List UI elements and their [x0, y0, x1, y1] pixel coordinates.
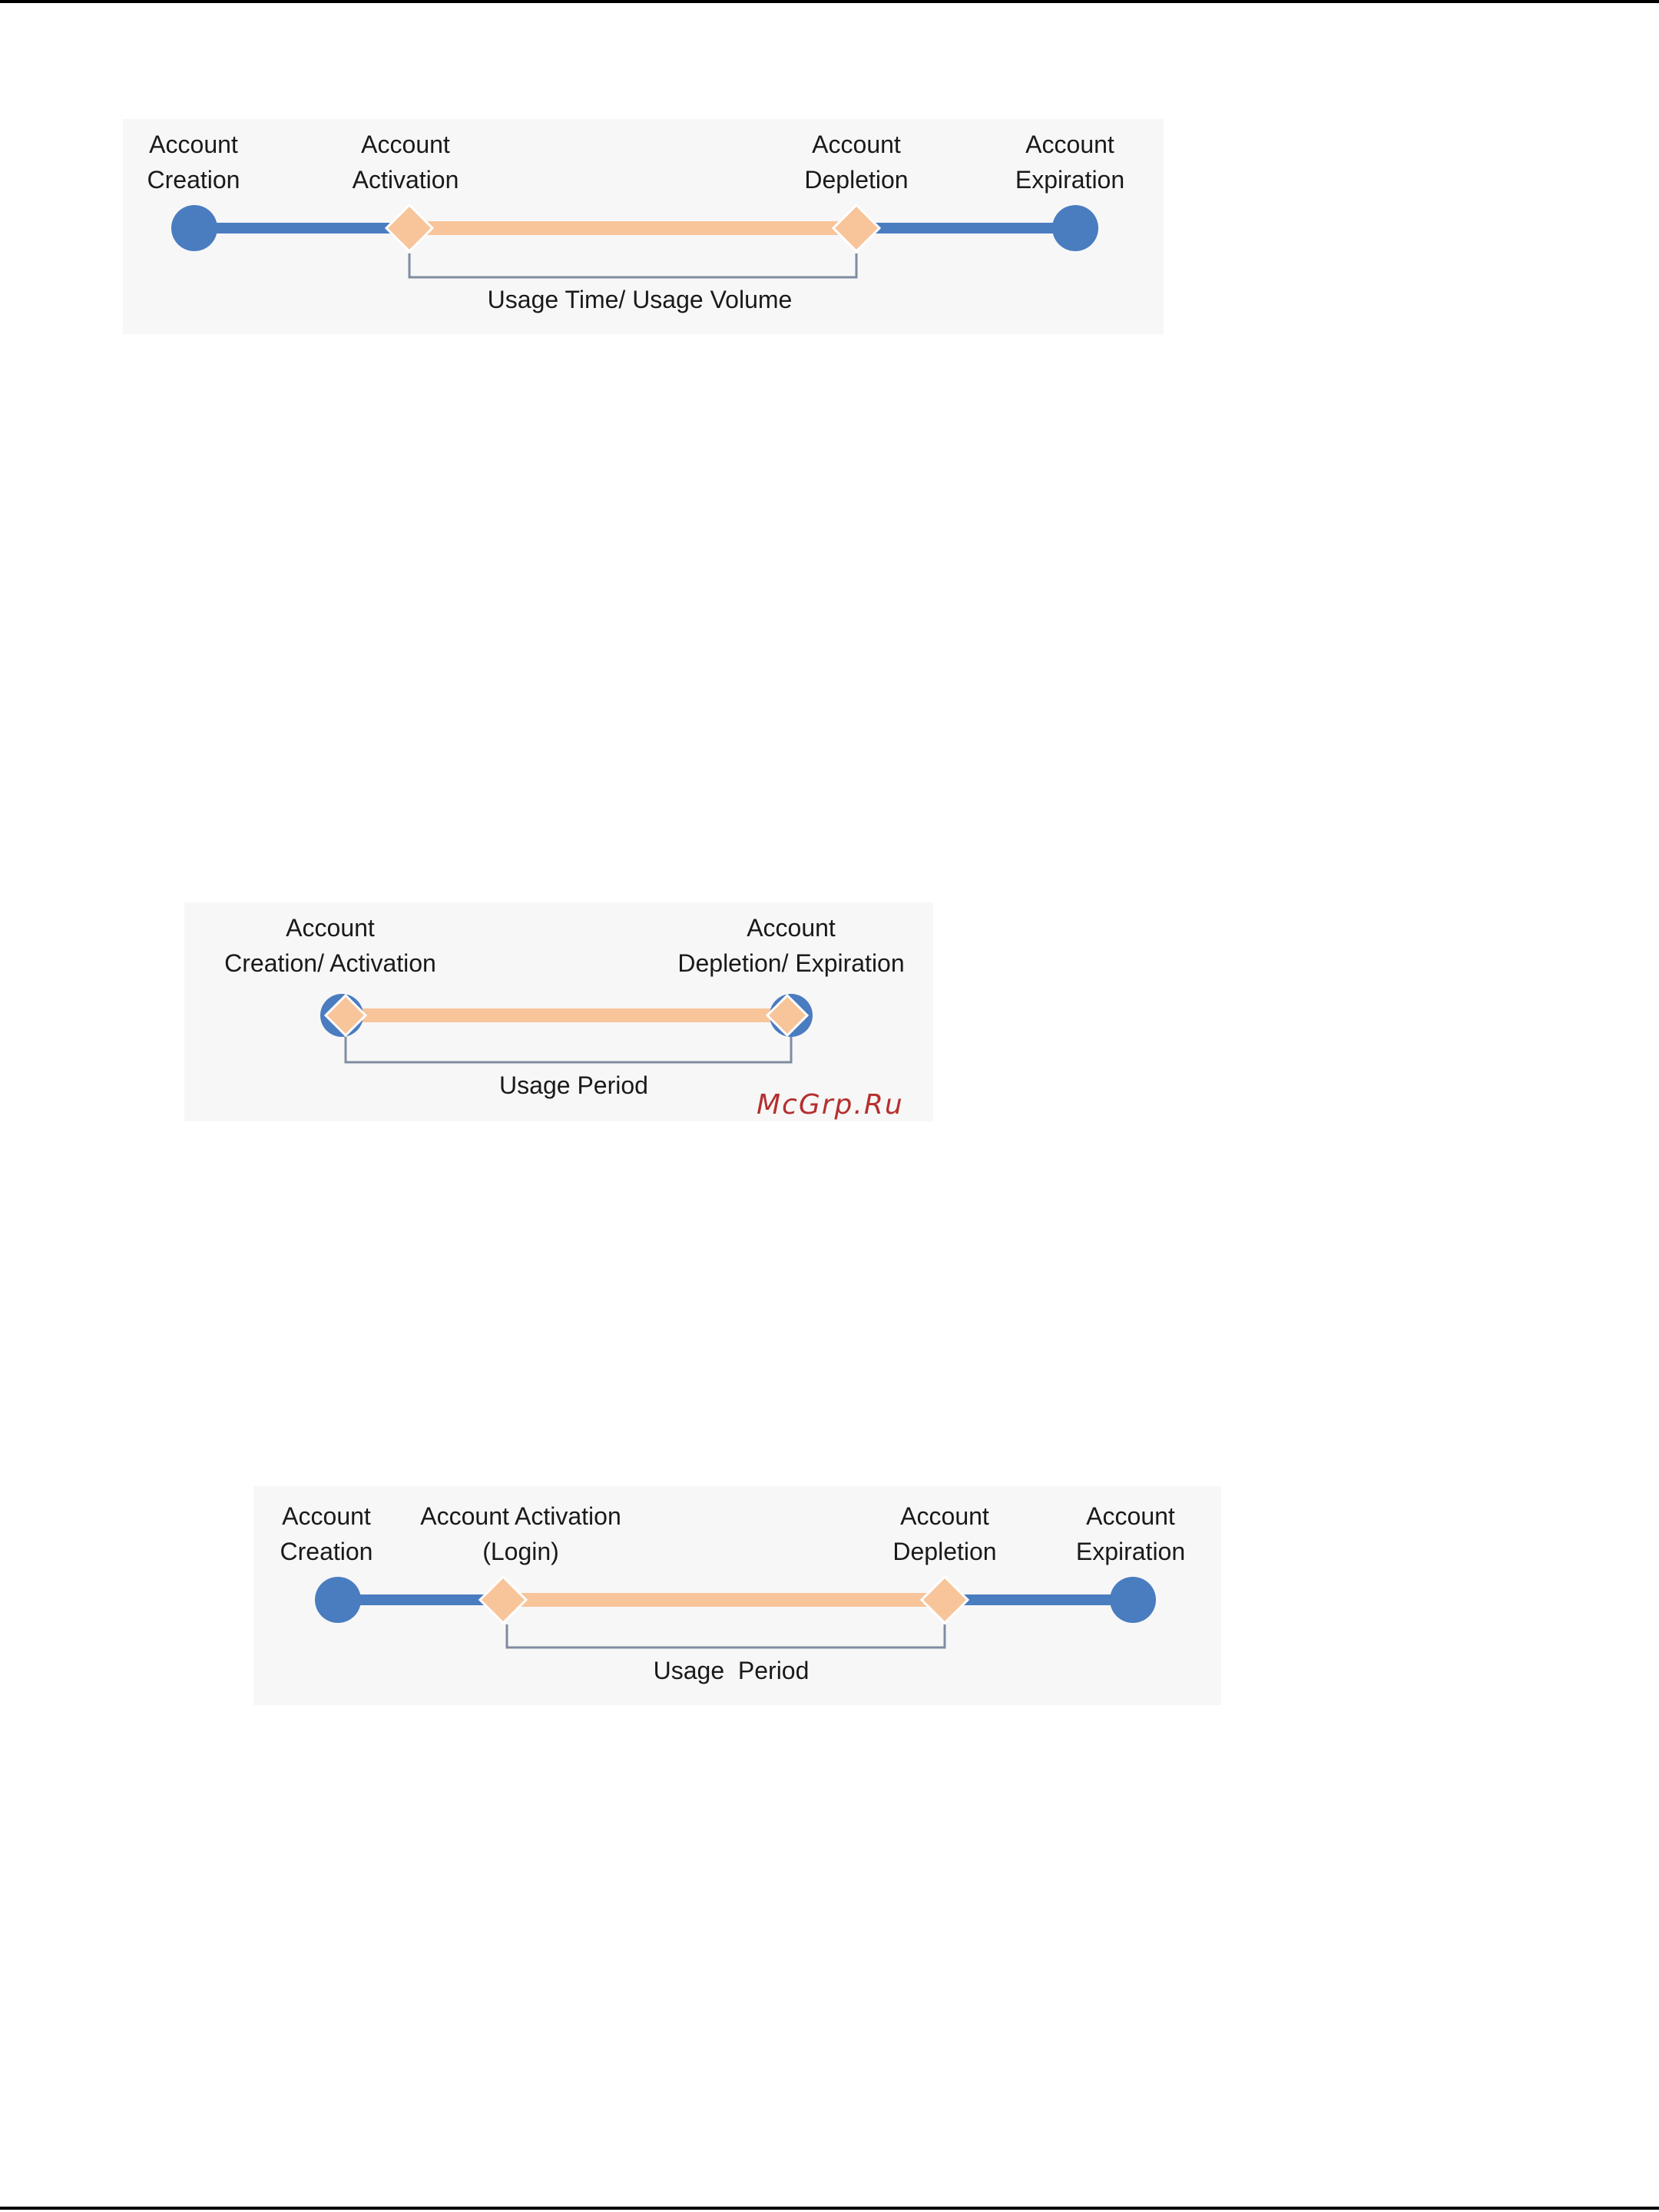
depletion-diamond — [922, 1577, 968, 1623]
expiration-node — [1052, 205, 1098, 251]
bracket-label-usage-period: Usage Period — [654, 1653, 810, 1688]
bracket-label-usage: Usage Time/ Usage Volume — [488, 282, 793, 317]
bracket-label-usage-period: Usage Period — [499, 1068, 648, 1103]
top-rule — [0, 0, 1659, 3]
bottom-rule — [0, 2207, 1659, 2210]
watermark-text: McGrp.Ru — [757, 1089, 904, 1121]
usage-bracket — [507, 1624, 945, 1647]
activation-diamond — [386, 205, 432, 251]
usage-bracket — [409, 253, 856, 277]
expiration-node — [1110, 1577, 1156, 1623]
usage-bracket — [346, 1037, 791, 1062]
depletion-diamond — [833, 205, 879, 251]
creation-node — [315, 1577, 361, 1623]
activation-diamond — [480, 1577, 526, 1623]
label-account-activation-login: Account Activation(Login) — [420, 1498, 621, 1569]
creation-node — [171, 205, 217, 251]
